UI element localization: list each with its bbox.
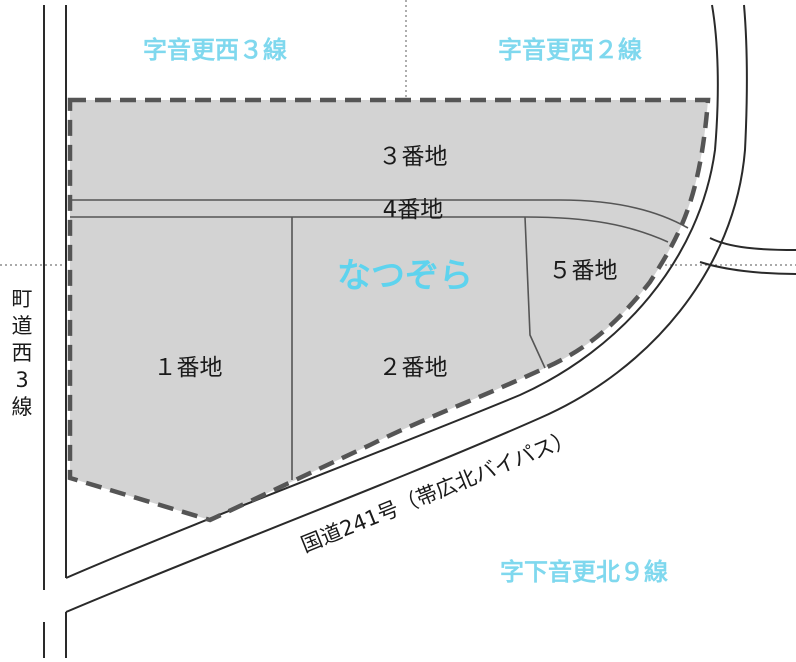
lot-label-1: １番地	[154, 355, 223, 381]
west-road-label-char: 西	[12, 341, 33, 365]
lot-road-lower	[70, 216, 669, 243]
east-road-edge-lower	[699, 261, 796, 275]
west-road-label-char: 線	[12, 395, 33, 419]
parcel-area	[70, 100, 708, 520]
national-road-edge-upper	[65, 4, 719, 579]
east-road-edge-upper	[709, 237, 796, 251]
national-road-edge-lower	[65, 4, 748, 613]
lot-label-4: 4番地	[383, 197, 444, 223]
area-label-se: 字下音更北９線	[500, 558, 668, 586]
west-road-label-char: 町	[12, 287, 33, 311]
area-label-ne: 字音更西２線	[498, 36, 642, 64]
west-road-label-char: 3	[15, 368, 28, 392]
lot-label-5: ５番地	[549, 258, 618, 284]
west-road-label: 町 道 西 3 線	[12, 287, 33, 419]
lot-road-upper	[70, 199, 689, 229]
west-road-label-char: 道	[12, 314, 33, 338]
lot-label-3: ３番地	[379, 144, 448, 170]
lot-label-2: ２番地	[379, 355, 448, 381]
project-title: なつぞら	[337, 256, 473, 296]
area-label-nw: 字音更西３線	[143, 36, 287, 64]
lot-divider-2-5	[524, 216, 546, 369]
parcel-boundary	[67, 97, 711, 523]
